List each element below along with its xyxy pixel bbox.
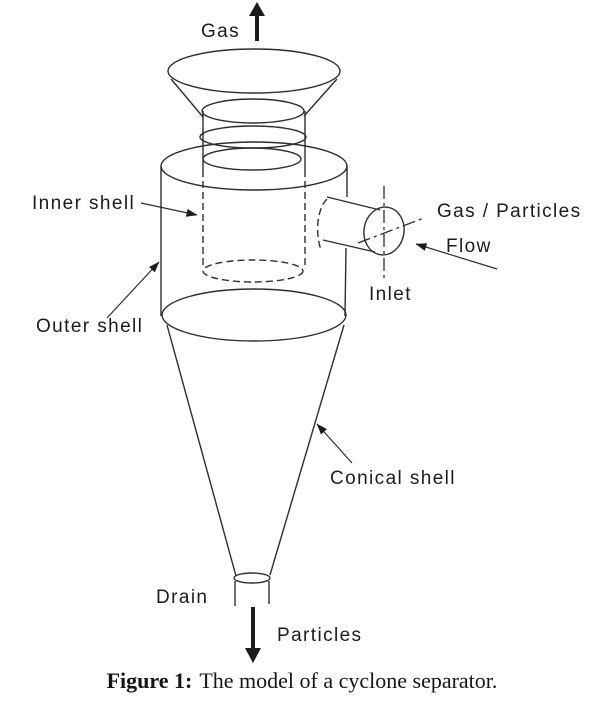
inlet-pipe xyxy=(316,186,425,279)
gas-label: Gas xyxy=(201,21,241,42)
funnel-right-side xyxy=(303,78,338,117)
funnel-left-side xyxy=(170,78,204,118)
inlet-pipe-top-edge xyxy=(326,196,381,211)
inlet-label: Inlet xyxy=(369,284,412,305)
inlet-axis-centerline xyxy=(357,217,425,244)
figure-caption-text: The model of a cyclone separator. xyxy=(199,668,498,693)
inlet-pipe-hidden-arc xyxy=(316,198,328,251)
inlet-pipe-bottom-edge xyxy=(322,239,376,253)
vortex-tube xyxy=(199,98,307,171)
conical-shell-leader-arrow xyxy=(316,423,353,464)
figure-caption-number: Figure 1: xyxy=(106,668,193,693)
funnel-top-ellipse xyxy=(167,48,341,94)
inlet-pipe-face-ellipse xyxy=(363,206,405,256)
tube-top-ellipse xyxy=(201,98,305,124)
outer-shell-right-wall-lower xyxy=(344,247,347,317)
flow-label: Flow xyxy=(446,236,492,257)
tube-lower-ellipse xyxy=(202,147,302,171)
particles-label: Particles xyxy=(277,625,363,646)
conical-shell-cone xyxy=(166,324,345,577)
drain-label: Drain xyxy=(156,587,209,608)
outer-shell-label: Outer shell xyxy=(36,316,144,337)
drain-tube xyxy=(233,572,271,606)
gas-up-arrow-icon xyxy=(249,2,265,41)
exhaust-funnel xyxy=(167,48,341,118)
inner-shell-bottom-dashed-ellipse xyxy=(202,259,304,283)
leader-arrows xyxy=(106,202,498,464)
flow-leader-arrow xyxy=(415,243,498,270)
inner-shell-leader-arrow xyxy=(140,202,198,217)
gas-particles-label: Gas / Particles xyxy=(437,201,582,222)
outer-shell-cylinder xyxy=(160,141,348,342)
cone-right-edge xyxy=(269,324,345,576)
conical-shell-label: Conical shell xyxy=(330,468,456,489)
outer-shell-bottom-ellipse xyxy=(161,288,347,342)
figure-caption: Figure 1:The model of a cyclone separato… xyxy=(0,668,604,694)
inner-shell-label: Inner shell xyxy=(32,193,136,214)
particles-down-arrow-icon xyxy=(245,607,261,663)
cone-left-edge xyxy=(166,324,237,577)
drain-top-ellipse xyxy=(233,572,271,584)
outer-shell-leader-arrow xyxy=(106,261,160,319)
outer-shell-top-ellipse xyxy=(160,141,348,191)
inner-shell-hidden xyxy=(202,170,306,283)
